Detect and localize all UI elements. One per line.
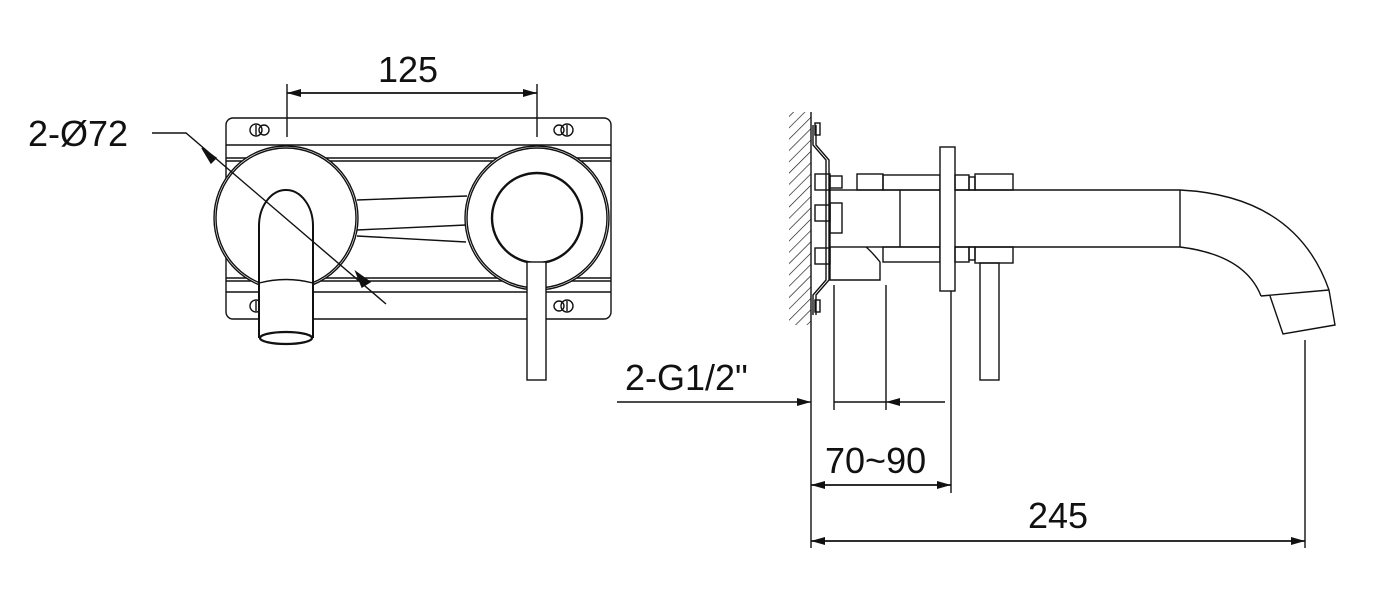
dim-wall-depth: 70~90 [825, 440, 927, 481]
screw-icon [553, 123, 574, 137]
side-view [617, 112, 1336, 548]
lever-handle [526, 261, 547, 381]
valve-body [829, 189, 941, 248]
wall-hatch [789, 112, 811, 325]
spout-curve [1179, 189, 1330, 291]
screw-icon [553, 299, 574, 313]
dim-spout-projection: 245 [1028, 495, 1089, 536]
dim-center-distance: 125 [378, 49, 439, 90]
dim-rosette-diameter: 2-Ø72 [28, 113, 129, 154]
spout-front [258, 189, 314, 338]
front-view [152, 84, 612, 381]
screw-icon [249, 123, 270, 137]
lever-handle-side [979, 262, 1000, 381]
dim-inlet-thread: 2-G1/2" [625, 357, 748, 398]
side-rosette [939, 146, 956, 292]
